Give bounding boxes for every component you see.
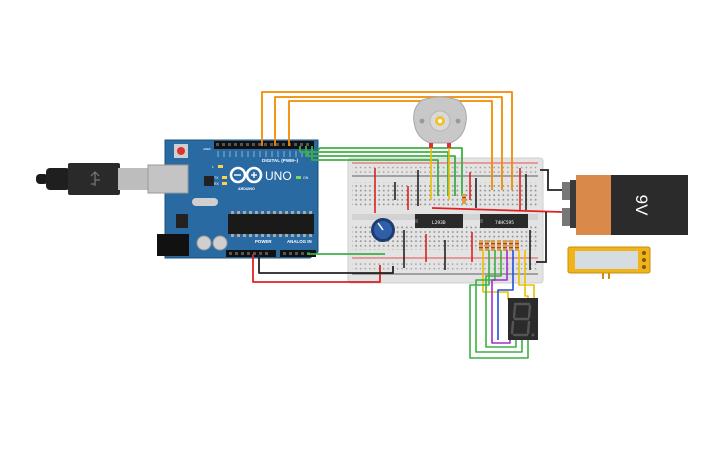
wires-orange[interactable]: [261, 91, 513, 190]
usb-icon: [90, 171, 100, 186]
arduino-uno-board[interactable]: DIGITAL (PWM~) AREF L TX RX ON UNO ARDUI…: [147, 139, 319, 259]
battery-9v[interactable]: 9V: [562, 175, 688, 235]
arduino-infinity-logo: [229, 166, 263, 184]
on-led: [296, 176, 301, 179]
dc-motor[interactable]: [413, 96, 467, 148]
battery-label: 9V: [632, 195, 651, 216]
power-header: [226, 250, 276, 257]
l293d-label: L293D: [432, 220, 446, 226]
l-led: [218, 165, 223, 168]
battery-wires[interactable]: [431, 169, 563, 263]
arduino-brand: ARDUINO: [238, 187, 255, 191]
usb-jack: [147, 164, 189, 194]
l293d-chip[interactable]: L293D: [415, 214, 463, 228]
power-jack: [157, 234, 189, 256]
capacitor-1: [196, 235, 212, 251]
shift-register-chip[interactable]: 74HC595: [480, 214, 528, 228]
lcd-module[interactable]: [567, 246, 651, 279]
analog-label: ANALOG IN: [287, 239, 312, 244]
resistor-array[interactable]: [479, 240, 519, 251]
usb-chip: [204, 176, 214, 186]
on-label: ON: [303, 176, 309, 180]
rx-label: RX: [214, 182, 220, 186]
regulator: [176, 214, 188, 228]
breadboard-jumpers[interactable]: [374, 168, 531, 270]
wires-power[interactable]: [252, 253, 394, 283]
tx-led: [222, 176, 227, 179]
shift-register-label: 74HC595: [495, 220, 514, 226]
seven-segment-display[interactable]: [508, 298, 538, 340]
usb-cable[interactable]: [36, 163, 150, 195]
display-wires[interactable]: [469, 250, 535, 359]
motor-leads[interactable]: [430, 148, 450, 200]
aref-label: AREF: [203, 147, 211, 151]
atmega-chip: [228, 214, 314, 234]
rx-led: [222, 182, 227, 185]
crystal: [192, 198, 218, 206]
power-label: POWER: [255, 239, 272, 244]
uno-logo: UNO: [265, 169, 292, 183]
potentiometer[interactable]: [371, 218, 395, 242]
wires-green-top[interactable]: [299, 146, 463, 196]
l-label: L: [212, 165, 214, 169]
tx-label: TX: [214, 176, 219, 180]
reset-button: [177, 147, 185, 155]
digital-label: DIGITAL (PWM~): [262, 158, 299, 163]
small-resistor-top[interactable]: [462, 194, 466, 204]
capacitor-2: [212, 235, 228, 251]
